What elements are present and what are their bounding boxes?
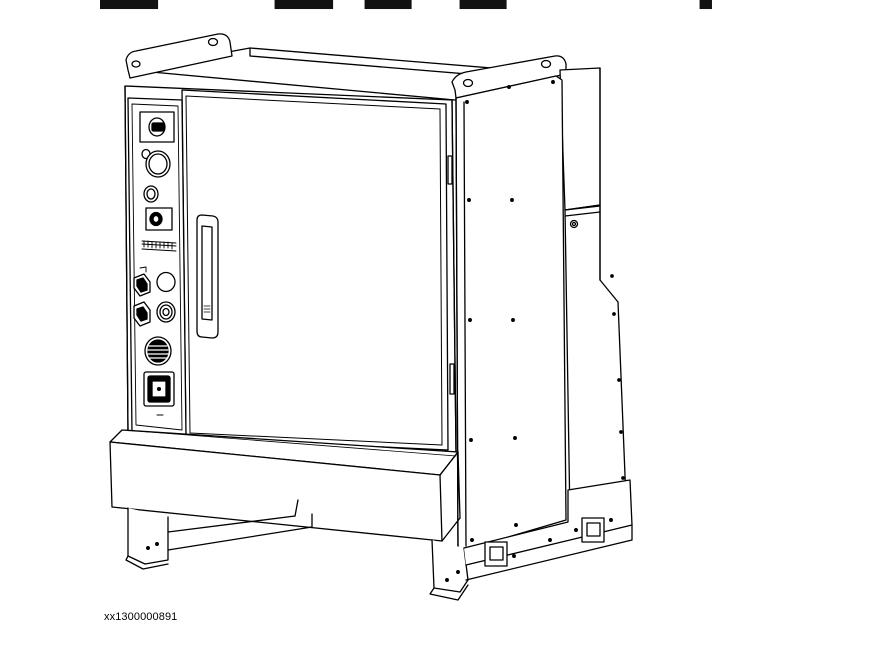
control-panel (127, 97, 187, 439)
motors-on-button (143, 185, 159, 203)
service-outlet (144, 336, 172, 366)
rear-side-module (559, 67, 627, 521)
left-lifting-bracket (125, 33, 233, 79)
emergency-stop-button (141, 148, 171, 178)
indicator-strip (141, 240, 177, 252)
cropped-header-text: ▇▇▇▇▇ ▇▇▇▇▇ ▇▇▇▇ ▇▇▇▇ ▇ (100, 0, 712, 9)
usb-ethernet-connectors (133, 266, 176, 327)
controller-cabinet-illustration (100, 20, 660, 605)
cabinet-door (181, 89, 455, 451)
mode-selector (145, 207, 173, 231)
base-feet (125, 479, 633, 601)
main-switch (139, 111, 175, 143)
door-handle (196, 214, 219, 339)
right-lifting-bracket (451, 55, 567, 99)
side-panel (455, 75, 567, 551)
power-socket (143, 371, 175, 416)
cabinet-base (109, 429, 461, 542)
figure-caption: xx1300000891 (104, 611, 178, 623)
